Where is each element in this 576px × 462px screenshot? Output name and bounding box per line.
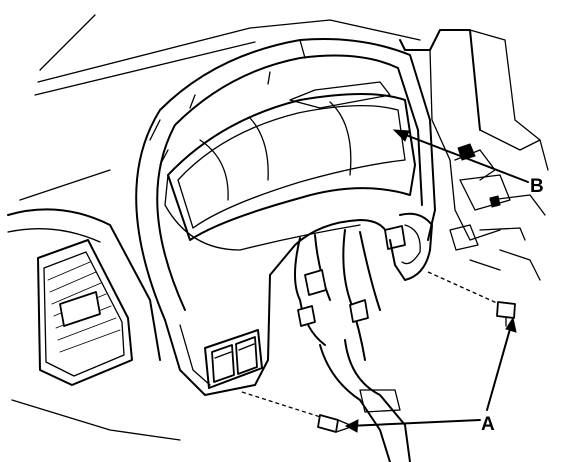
right-side-bracket [399, 29, 549, 281]
callout-b-arrow [392, 129, 529, 183]
air-vent [37, 239, 133, 386]
dashed-fastener-lines [241, 271, 509, 421]
instrument-panel-bezel [135, 38, 436, 396]
switch-panel [204, 329, 263, 389]
screw-bottom [317, 414, 351, 433]
screw-right [496, 301, 516, 327]
callout-a-arrows [344, 316, 517, 433]
steering-column-opening [389, 212, 433, 281]
dashboard-top-lines [19, 14, 421, 201]
left-dashboard-surface [7, 208, 181, 441]
callout-label-b: B [530, 176, 544, 197]
gauge-cluster-opening [164, 81, 416, 251]
callout-label-a: A [481, 414, 495, 435]
wiring-harness [294, 225, 411, 462]
